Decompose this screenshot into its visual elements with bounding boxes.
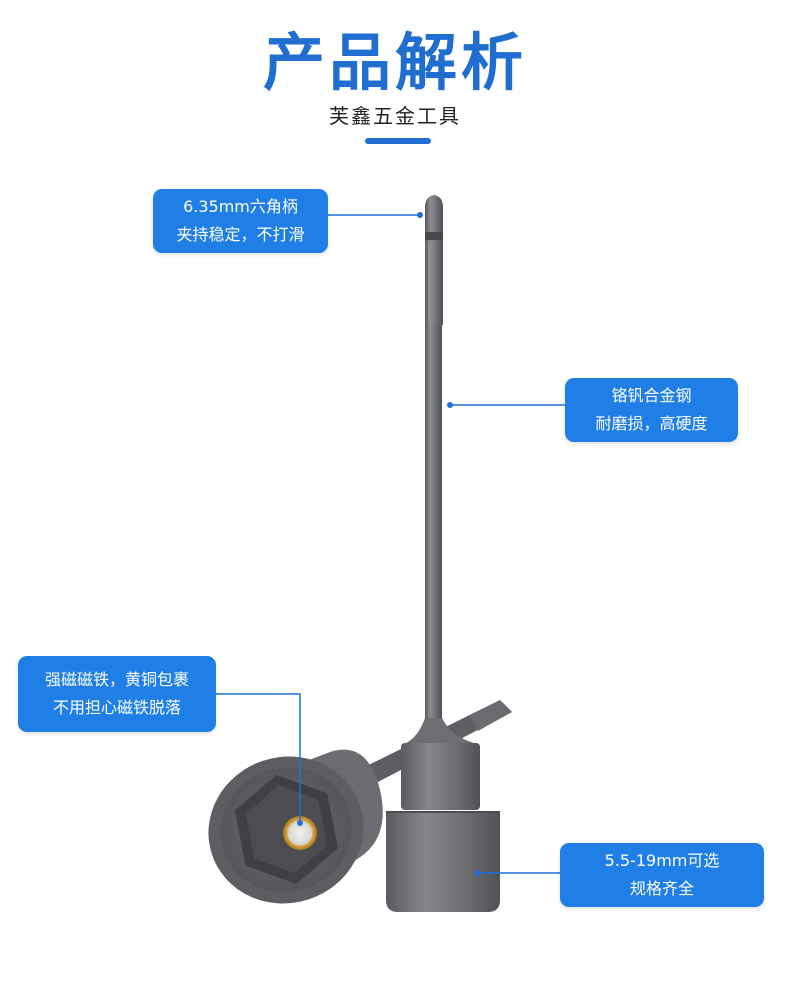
brass-magnet	[283, 816, 317, 850]
callout-magnet: 强磁磁铁，黄铜包裹 不用担心磁铁脱落	[18, 656, 216, 732]
shaft	[425, 325, 442, 720]
callout-sizes: 5.5-19mm可选 规格齐全	[560, 843, 764, 907]
page-title: 产品解析	[262, 26, 527, 99]
callout-steel: 铬钒合金钢 耐磨损，高硬度	[565, 378, 738, 442]
callout-hex-shank-line1: 6.35mm六角柄	[183, 197, 298, 216]
socket-lower	[386, 812, 500, 912]
marker-magnet	[297, 820, 303, 826]
callout-steel-line1: 铬钒合金钢	[611, 386, 692, 405]
callout-hex-shank: 6.35mm六角柄 夹持稳定，不打滑	[153, 189, 328, 253]
socket-upper	[401, 743, 480, 810]
marker-steel	[447, 402, 453, 408]
callout-steel-line2: 耐磨损，高硬度	[595, 414, 708, 433]
callout-sizes-line2: 规格齐全	[629, 879, 694, 898]
main-bit	[386, 195, 500, 912]
marker-hex	[417, 212, 423, 218]
callout-hex-shank-line2: 夹持稳定，不打滑	[176, 225, 305, 244]
hex-shank	[425, 240, 443, 325]
second-bit-socket	[208, 749, 383, 904]
callout-sizes-line1: 5.5-19mm可选	[604, 851, 720, 870]
callout-magnet-line2: 不用担心磁铁脱落	[52, 698, 181, 717]
title-underline	[365, 138, 431, 144]
callout-magnet-line1: 强磁磁铁，黄铜包裹	[44, 670, 189, 689]
hex-tip	[425, 195, 443, 232]
connector-magnet	[216, 693, 301, 823]
brand-subtitle: 芙鑫五金工具	[329, 104, 461, 128]
marker-sizes	[475, 870, 481, 876]
